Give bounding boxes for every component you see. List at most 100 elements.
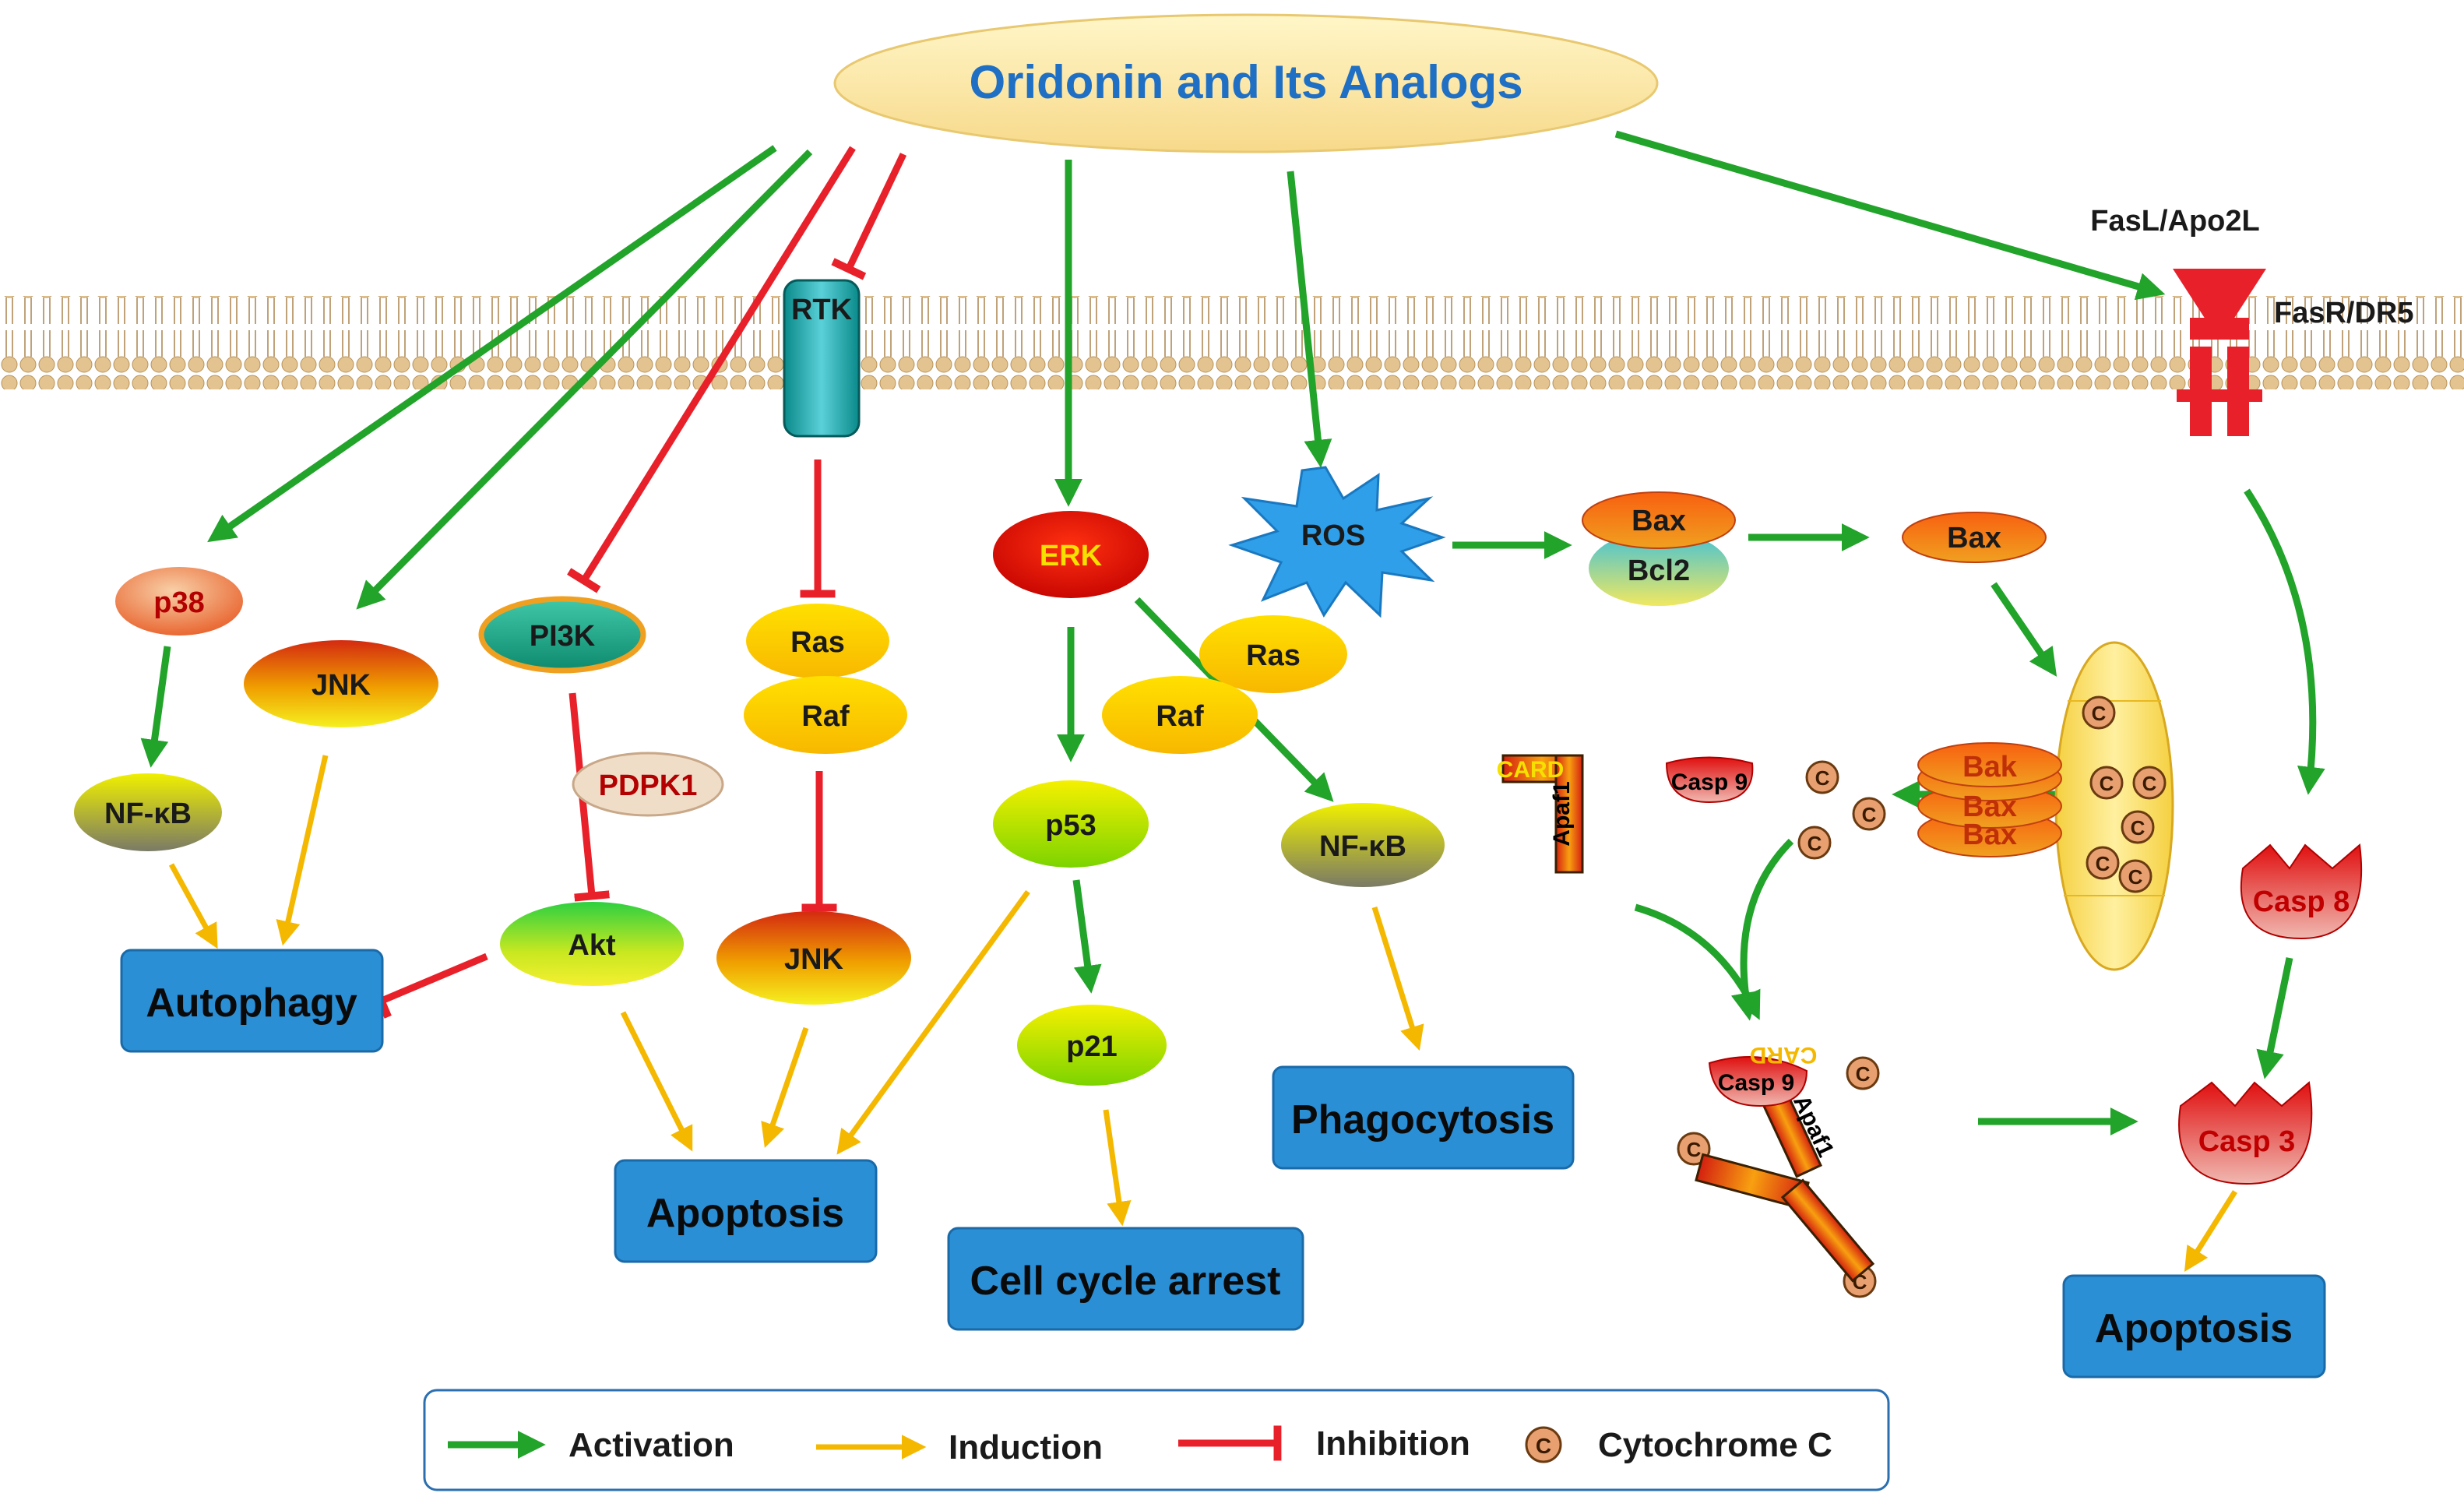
induce-casp3-apoptosis [2184, 1190, 2237, 1272]
fasr-label: FasR/DR5 [2274, 297, 2414, 329]
induce-p53-apoptosis [836, 889, 1030, 1155]
rtk-receptor: RTK [783, 279, 861, 438]
cytochrome-c-marker: C [2086, 846, 2120, 880]
svg-text:NF-κB: NF-κB [104, 798, 192, 830]
induce-jnk-autophagy [276, 755, 329, 946]
rtk-label: RTK [791, 294, 853, 326]
node-casp8: Casp 8 [2240, 843, 2363, 940]
induce-nfkb-phagocytosis [1371, 906, 1424, 1051]
arrow-p53-p21 [1072, 879, 1102, 994]
node-ros: ROS [1228, 466, 1446, 618]
svg-text:Apoptosis: Apoptosis [646, 1191, 844, 1236]
bak-bax-pore: Bak Bax Bax [1917, 742, 2062, 857]
node-pdpk1: PDPK1 [572, 752, 724, 817]
svg-text:p38: p38 [153, 586, 204, 619]
arrow-oridonin-fas [1614, 130, 2166, 301]
svg-text:Casp 8: Casp 8 [2253, 886, 2350, 918]
cytochrome-c-marker: C [2089, 766, 2124, 800]
inhibit-akt-autophagy [371, 952, 488, 1019]
inhibit-oridonin-pi3k [567, 146, 856, 593]
node-p21: p21 [1017, 1005, 1167, 1086]
svg-text:Casp 9: Casp 9 [1671, 769, 1748, 795]
node-jnk-mid: JNK [716, 911, 911, 1005]
svg-text:p21: p21 [1066, 1030, 1117, 1063]
svg-text:C: C [2128, 865, 2143, 889]
title-label: Oridonin and Its Analogs [969, 56, 1522, 108]
svg-text:Casp 9: Casp 9 [1718, 1070, 1794, 1096]
svg-text:Bax: Bax [1947, 522, 2001, 555]
legend-induction-label: Induction [949, 1428, 1103, 1467]
node-raf-mid: Raf [1102, 676, 1258, 754]
node-casp9-single: Casp 9 [1665, 756, 1754, 804]
node-ras-left: Ras [746, 604, 889, 678]
svg-text:C: C [2096, 852, 2110, 875]
cytochrome-c-marker: C [2121, 810, 2155, 844]
svg-text:C: C [1856, 1062, 1871, 1086]
apoptosome: Apaf1 Casp 9 CARD [1695, 1042, 1875, 1283]
legend: Activation Induction Inhibition C Cytoch… [423, 1389, 1890, 1491]
svg-text:Cell cycle arrest: Cell cycle arrest [970, 1259, 1281, 1304]
svg-text:Apaf1: Apaf1 [1549, 781, 1575, 846]
outcome-autophagy: Autophagy [120, 949, 384, 1053]
svg-text:p53: p53 [1045, 809, 1096, 842]
svg-text:Bak: Bak [1962, 751, 2018, 783]
cytochrome-c-marker: C [2132, 766, 2167, 800]
cytochrome-c-marker: C [1846, 1056, 1880, 1090]
cytochrome-c-marker: C [1797, 826, 1832, 860]
svg-text:Phagocytosis: Phagocytosis [1291, 1097, 1554, 1143]
node-p38: p38 [115, 567, 243, 636]
node-pi3k: PI3K [478, 596, 646, 674]
legend-cytochrome-label: Cytochrome C [1598, 1426, 1832, 1464]
node-raf-left: Raf [744, 676, 907, 754]
svg-text:C: C [1536, 1434, 1551, 1458]
svg-text:Bax: Bax [1962, 819, 2017, 851]
cytochrome-c-marker: C [1805, 760, 1839, 794]
svg-text:ERK: ERK [1040, 540, 1103, 572]
svg-text:PI3K: PI3K [530, 620, 596, 653]
legend-cytochrome-swatch: C [1525, 1426, 1562, 1463]
arrow-oridonin-jnk [356, 149, 813, 610]
induction-arrows [168, 755, 2237, 1272]
node-akt: Akt [500, 902, 684, 986]
induce-jnk-apoptosis [761, 1026, 809, 1148]
svg-text:PDPK1: PDPK1 [599, 769, 698, 802]
title-node: Oridonin and Its Analogs [833, 13, 1659, 153]
svg-text:C: C [2142, 772, 2157, 795]
arrow-p38-nfkb [140, 646, 171, 768]
cytochrome-c-marker: C [1852, 797, 1886, 831]
node-nfkb-mid: NF-κB [1281, 803, 1445, 887]
svg-text:Bcl2: Bcl2 [1628, 555, 1690, 587]
svg-text:C: C [1815, 766, 1830, 790]
node-p53: p53 [993, 780, 1149, 868]
legend-activation-label: Activation [568, 1426, 734, 1464]
node-erk: ERK [993, 511, 1149, 598]
svg-text:JNK: JNK [312, 669, 371, 702]
svg-text:Casp 3: Casp 3 [2198, 1125, 2296, 1158]
svg-text:Raf: Raf [1156, 700, 1204, 733]
fas-receptor [2173, 269, 2266, 436]
arrow-bax-mito [1991, 582, 2057, 677]
svg-text:C: C [2131, 816, 2145, 840]
outcome-apoptosis-left: Apoptosis [614, 1159, 878, 1263]
outcome-apoptosis-right: Apoptosis [2062, 1274, 2326, 1378]
cytochrome-c-marker: C [2082, 695, 2116, 730]
arrow-oridonin-p38 [207, 145, 777, 543]
arrow-cyto-apoptosome [1730, 838, 1794, 1021]
node-bax-free: Bax [1902, 512, 2047, 563]
svg-text:C: C [2092, 702, 2107, 725]
svg-text:Ras: Ras [790, 626, 845, 659]
node-jnk-left: JNK [244, 640, 438, 727]
svg-text:CARD: CARD [1497, 757, 1565, 783]
inhibit-oridonin-rtk [831, 153, 907, 280]
induce-akt-apoptosis [620, 1011, 693, 1152]
arrow-oridonin-ros [1287, 171, 1332, 468]
svg-text:C: C [1808, 832, 1822, 855]
induce-p21-cellcycle [1103, 1109, 1132, 1227]
node-casp3: Casp 3 [2178, 1081, 2313, 1185]
svg-text:Bax: Bax [1962, 790, 2017, 823]
svg-text:Apoptosis: Apoptosis [2095, 1306, 2293, 1351]
activation-arrows [140, 130, 2325, 1136]
node-ras-mid: Ras [1199, 615, 1347, 693]
svg-text:CARD: CARD [1750, 1042, 1818, 1068]
